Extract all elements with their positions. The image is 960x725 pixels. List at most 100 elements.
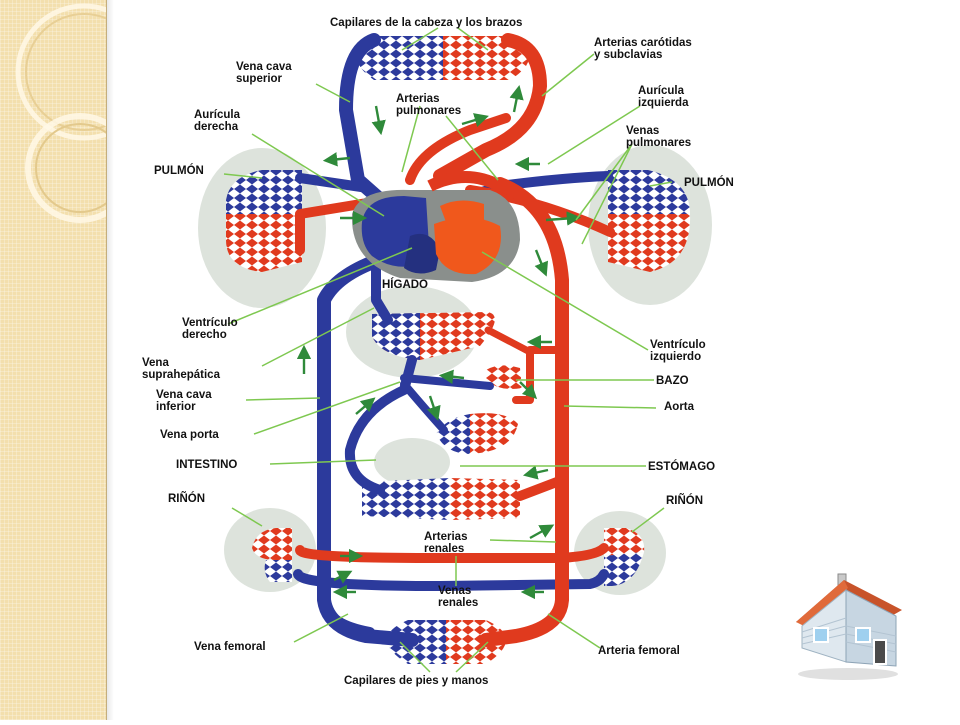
label-venas-renales-2: renales [438, 597, 478, 609]
flow-arrow [333, 570, 353, 584]
flow-arrow [438, 369, 465, 384]
flow-arrow [426, 395, 441, 421]
connector-line [223, 173, 263, 179]
left-ventricle [434, 217, 501, 275]
label-higado: HÍGADO [382, 278, 428, 291]
connector-line [401, 27, 439, 51]
renal-artery [295, 543, 609, 563]
lung-left-capillaries-vein [226, 170, 302, 214]
pulmonary-veins-left [295, 173, 373, 193]
label-venas-pulmonares-2: pulmonares [626, 137, 691, 149]
label-bazo: BAZO [656, 375, 689, 387]
connector-line [251, 133, 385, 217]
connector-line [455, 641, 489, 673]
label-auricula-derecha: Aurícula [194, 109, 241, 121]
carotid-subclavian-arteries [433, 33, 547, 183]
label-auricula-derecha-2: derecha [194, 121, 239, 133]
label-pulmon-izquierdo: PULMÓN [154, 164, 204, 177]
home-button[interactable] [786, 570, 910, 682]
label-aorta: Aorta [664, 401, 695, 413]
flow-arrow [529, 524, 555, 540]
flow-arrow [461, 113, 489, 127]
connector-line [489, 539, 557, 543]
flow-arrow [371, 105, 386, 136]
hepatic-artery [484, 326, 534, 356]
gastric-vein [400, 380, 448, 434]
label-vena-suprahepatica: Vena [142, 357, 169, 369]
connector-line [399, 641, 431, 673]
label-ventriculo-derecho: Ventrículo [182, 317, 238, 329]
label-capilares-pies: Capilares de pies y manos [344, 675, 488, 687]
label-estomago: ESTÓMAGO [648, 460, 715, 473]
heart [351, 171, 520, 282]
right-ventricle [404, 233, 440, 274]
connector-line [547, 613, 601, 649]
intestine-capillaries-artery [450, 478, 520, 520]
flow-arrow [519, 381, 538, 400]
hepatic-vein [371, 265, 393, 325]
connector-line [231, 507, 263, 527]
label-vena-cava-inferior: Vena cava [156, 389, 212, 401]
label-pulmon-derecho: PULMÓN [684, 176, 734, 189]
kidney-left-capillaries-vein [264, 560, 292, 582]
connector-line [581, 143, 633, 245]
lung-right-capillaries-artery [608, 214, 691, 272]
connector-line [269, 459, 377, 465]
house-icon [796, 573, 902, 680]
flow-arrow [355, 397, 376, 415]
connector-line [547, 105, 641, 165]
renal-vein [293, 569, 609, 591]
head-capillaries-vein [357, 36, 443, 80]
feet-capillaries-artery [446, 620, 506, 664]
label-arterias-renales-2: renales [424, 543, 464, 555]
flow-arrow [545, 211, 582, 226]
label-ventriculo-derecho-2: derecho [182, 329, 227, 341]
label-arterias-carotidas: Arterias carótidas [594, 37, 692, 49]
superior-vena-cava [339, 33, 399, 217]
splenic-vein [400, 374, 494, 390]
intestine-shadow [374, 438, 450, 486]
diagram-labels: Capilares de la cabeza y los brazos Arte… [142, 17, 734, 687]
flow-arrows [296, 84, 582, 600]
label-vena-suprahepatica-2: suprahepática [142, 369, 221, 381]
celiac-artery [512, 346, 566, 404]
connector-line [293, 613, 349, 643]
left-atrium [440, 200, 484, 222]
label-rinon-derecho: RIÑÓN [666, 494, 703, 507]
flow-arrow [509, 84, 524, 113]
label-ventriculo-izquierdo: Ventrículo [650, 339, 706, 351]
connector-lines [223, 27, 673, 673]
stomach-capillaries-artery [470, 413, 518, 454]
label-intestino: INTESTINO [176, 459, 237, 471]
label-rinon-izquierdo: RIÑÓN [168, 492, 205, 505]
connector-line [481, 251, 649, 351]
kidney-right-capillaries-vein [604, 552, 644, 586]
decorative-side-strip [0, 0, 153, 720]
label-auricula-izquierda: Aurícula [638, 85, 685, 97]
connector-line [563, 405, 657, 409]
label-capilares-cabeza: Capilares de la cabeza y los brazos [330, 17, 522, 29]
label-arterias-carotidas-2: y subclavias [594, 49, 662, 61]
label-auricula-izquierda-2: izquierda [638, 97, 689, 109]
spleen-capillaries [486, 365, 522, 389]
liver-capillaries-vein [372, 313, 420, 360]
flow-arrow [534, 249, 549, 277]
connector-line [649, 181, 673, 187]
label-arterias-pulmonares-2: pulmonares [396, 105, 461, 117]
connector-line [245, 397, 321, 401]
flow-arrow [322, 152, 351, 167]
label-ventriculo-izquierdo-2: izquierdo [650, 351, 701, 363]
mesenteric-artery [515, 475, 567, 501]
aortic-arch [427, 171, 503, 192]
label-vena-porta: Vena porta [160, 429, 219, 441]
stomach-capillaries-vein [436, 414, 470, 454]
lung-left-capillaries-artery [226, 214, 302, 272]
aorta [479, 177, 569, 647]
connector-line [253, 381, 401, 435]
label-arterias-renales: Arterias [424, 531, 467, 543]
connector-line [541, 53, 595, 97]
kidney-left-capillaries-artery [252, 528, 292, 560]
label-arterias-pulmonares: Arterias [396, 93, 439, 105]
